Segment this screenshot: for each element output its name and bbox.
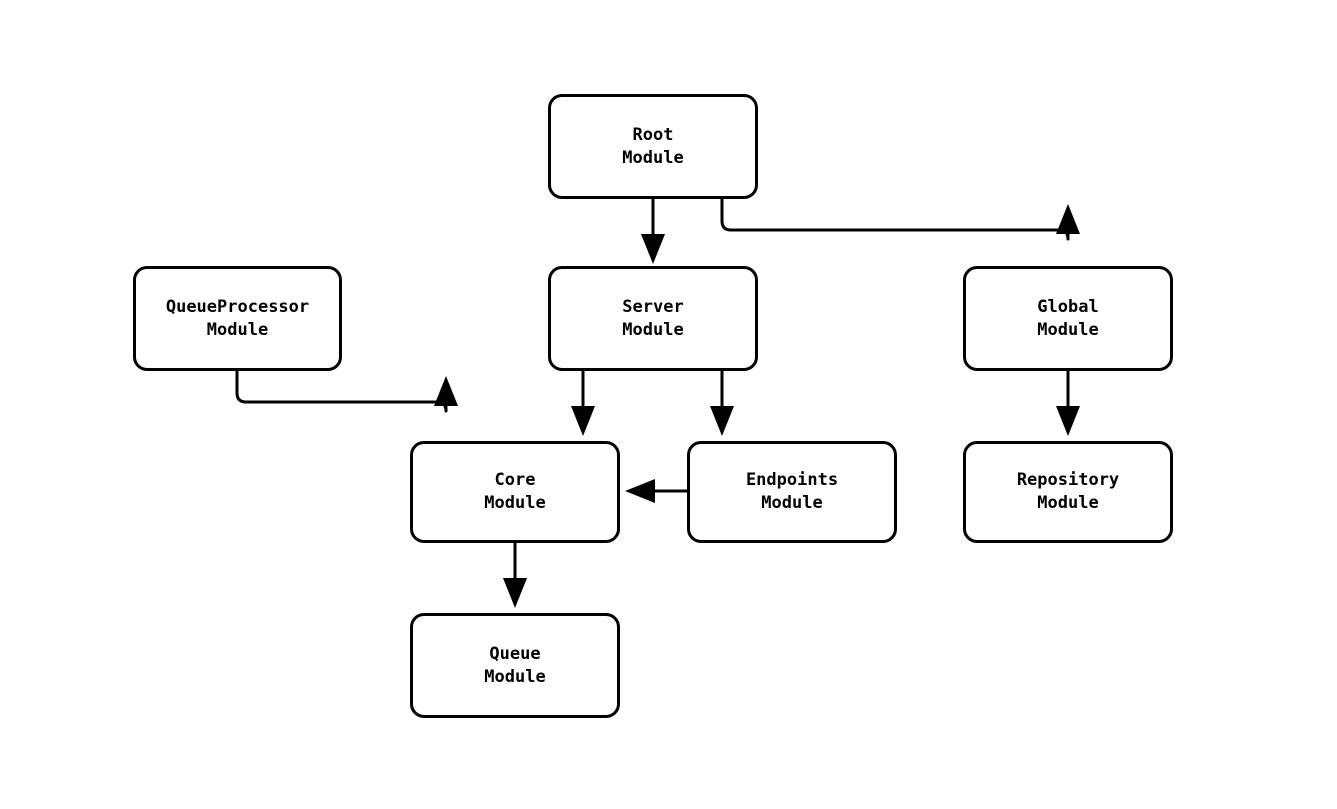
node-label-line1: Queue — [489, 643, 541, 664]
node-label-line1: QueueProcessor — [165, 296, 310, 317]
node-queueprocessor-module[interactable]: QueueProcessor Module — [133, 266, 342, 371]
edge-root-global — [720, 199, 1080, 241]
node-label-line1: Core — [494, 470, 536, 490]
node-core-module[interactable]: Core Module — [410, 441, 620, 543]
node-label-line2: Module — [622, 319, 684, 340]
node-label-line2: Module — [484, 493, 546, 513]
node-label-line2: Module — [1037, 319, 1099, 340]
node-label-line2: Module — [622, 147, 684, 168]
node-label-line2: Module — [761, 493, 823, 513]
node-global-module[interactable]: Global Module — [963, 266, 1173, 371]
node-label-line1: Root — [632, 124, 674, 145]
node-queue-module[interactable]: Queue Module — [410, 613, 620, 718]
node-label-line1: Global — [1037, 296, 1099, 317]
node-root-module[interactable]: Root Module — [548, 94, 758, 199]
node-label-line1: Server — [622, 296, 684, 317]
node-label-line1: Repository — [1016, 470, 1120, 490]
edge-queueprocessor-core — [235, 371, 458, 413]
node-label-line1: Endpoints — [745, 470, 839, 490]
node-label-line2: Module — [1037, 493, 1099, 513]
node-label-line2: Module — [206, 319, 269, 340]
node-label-line2: Module — [484, 666, 546, 687]
node-repository-module[interactable]: Repository Module — [963, 441, 1173, 543]
node-endpoints-module[interactable]: Endpoints Module — [687, 441, 897, 543]
node-server-module[interactable]: Server Module — [548, 266, 758, 371]
